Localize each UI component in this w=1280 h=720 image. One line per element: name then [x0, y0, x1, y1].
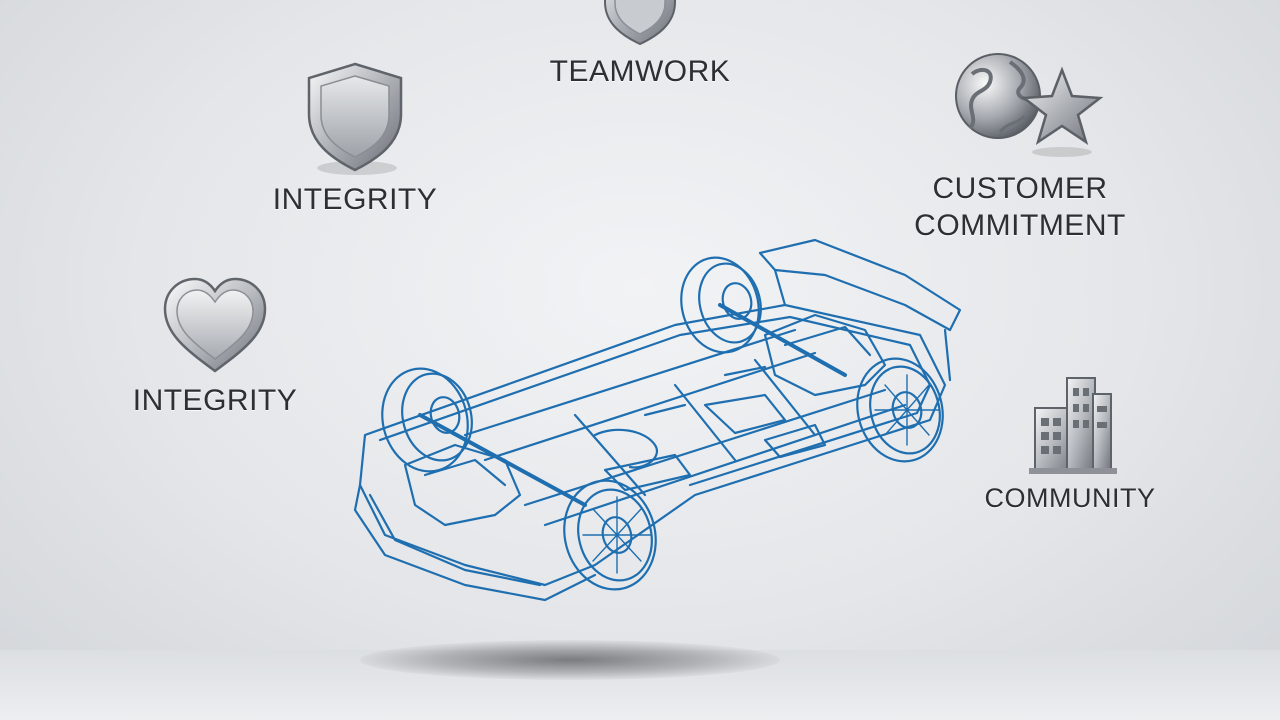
customer-commitment-label: CUSTOMER COMMITMENT	[914, 172, 1126, 242]
shield-icon	[250, 60, 460, 178]
globe-star-icon	[880, 40, 1160, 160]
heart-icon	[120, 275, 310, 375]
value-customer-commitment: CUSTOMER COMMITMENT	[880, 40, 1160, 244]
value-community: COMMUNITY	[960, 360, 1180, 516]
integrity-heart-label: INTEGRITY	[132, 384, 298, 417]
teamwork-label: TEAMWORK	[549, 55, 731, 88]
shield-icon	[520, 0, 760, 48]
building-icon	[960, 360, 1180, 480]
value-integrity-heart: INTEGRITY	[120, 275, 310, 419]
chassis-shadow	[360, 640, 780, 680]
value-integrity-shield: INTEGRITY	[250, 60, 460, 218]
community-label: COMMUNITY	[984, 483, 1156, 513]
integrity-shield-label: INTEGRITY	[272, 183, 438, 216]
value-teamwork: TEAMWORK	[520, 0, 760, 90]
vehicle-chassis-illustration	[345, 235, 975, 610]
